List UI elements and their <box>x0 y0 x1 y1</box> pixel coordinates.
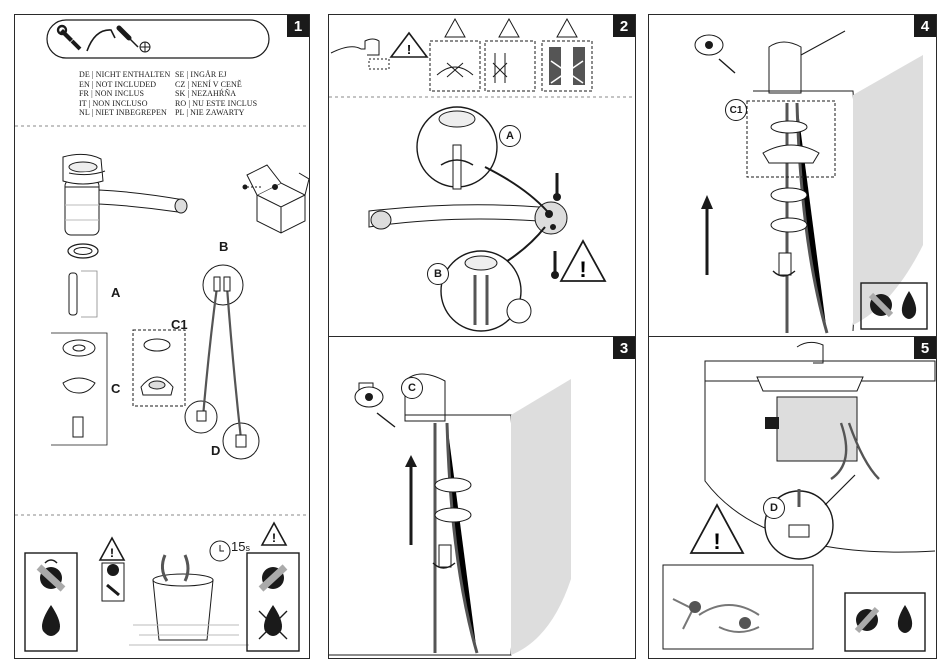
wrench-icon <box>56 24 82 51</box>
label-c: C <box>111 381 121 396</box>
label-a: A <box>111 285 121 300</box>
svg-text:!: ! <box>272 531 276 545</box>
flush-time: 15s <box>231 539 250 554</box>
step-1-number: 1 <box>287 15 309 37</box>
not-included-col1: DE | NICHT ENTHALTEN EN | NOT INCLUDED F… <box>79 70 171 117</box>
box-illustration <box>246 164 309 234</box>
bucket-illustration <box>129 554 249 646</box>
label-b: B <box>219 239 229 254</box>
step-3-number: 3 <box>613 337 635 359</box>
step-2-drawing: ! ! <box>329 17 635 332</box>
detail-c-label: C <box>401 377 423 399</box>
detail-d-label: D <box>763 497 785 519</box>
stud-a <box>68 270 98 318</box>
svg-text:!: ! <box>110 546 114 560</box>
warning-triangle-icon <box>98 536 126 561</box>
detail-a-label: A <box>499 125 521 147</box>
svg-text:!: ! <box>407 42 411 57</box>
detail-b-label: B <box>427 263 449 285</box>
step-4-panel: 4 C1 <box>648 14 937 338</box>
step-2-panel: 2 ! ! <box>328 14 636 338</box>
allen-key-icon <box>86 29 116 52</box>
detail-c1-label: C1 <box>725 99 747 121</box>
label-d: D <box>211 443 221 458</box>
step-5-drawing: ! <box>662 341 936 652</box>
step-4-drawing <box>694 30 928 334</box>
step-5-panel: 5 ! D <box>648 336 937 659</box>
step-4-number: 4 <box>914 15 936 37</box>
svg-text:!: ! <box>579 257 586 282</box>
water-drop-icon <box>42 605 60 636</box>
step-3-panel: 3 C <box>328 336 636 659</box>
washer <box>67 243 99 259</box>
not-included-col2: SE | INGÅR EJ CZ | NENÍ V CENĚ SK | NEZA… <box>175 70 258 117</box>
screwdriver-icon <box>116 25 151 53</box>
valve-closed-icon <box>36 559 66 592</box>
step-1-panel: 1 <box>14 14 310 659</box>
step-2-number: 2 <box>613 15 635 37</box>
faucet-illustration <box>62 153 188 236</box>
step-5-number: 5 <box>914 337 936 359</box>
step-3-drawing <box>329 373 571 656</box>
step-1-drawing: ! ! <box>15 19 309 652</box>
svg-text:!: ! <box>713 529 720 554</box>
label-c1: C1 <box>171 317 188 332</box>
